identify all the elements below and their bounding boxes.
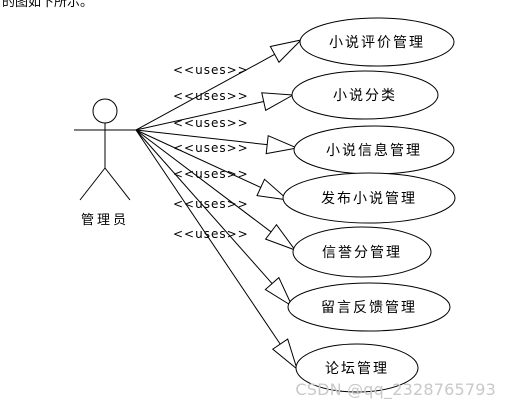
use-case-label: 小说评价管理	[329, 35, 425, 51]
use-case-ellipse	[299, 17, 455, 67]
hollow-arrowhead	[264, 223, 297, 252]
actor-left-leg	[79, 167, 106, 201]
actor-administrator	[74, 98, 136, 201]
use-case-ellipse	[282, 172, 456, 224]
use-case-ellipse	[295, 343, 419, 393]
use-case-label: 小说分类	[333, 88, 397, 104]
hollow-arrowhead	[269, 39, 303, 64]
uses-label: <<uses>>	[173, 116, 249, 130]
uses-relation-line	[135, 129, 281, 345]
use-case-label: 论坛管理	[325, 361, 389, 377]
uses-relation-line	[135, 129, 261, 188]
use-case-ellipse	[287, 282, 451, 332]
actor-label: 管理员	[81, 213, 129, 228]
hollow-arrowhead	[271, 338, 298, 371]
uses-relation-line	[135, 53, 275, 131]
hollow-arrowhead	[261, 92, 295, 112]
use-case-ellipse	[292, 226, 432, 278]
uses-label: <<uses>>	[173, 89, 249, 103]
hollow-arrowhead	[256, 178, 290, 201]
uses-relation-line	[135, 101, 264, 131]
uses-label: <<uses>>	[173, 141, 249, 155]
use-case-label: 信誉分管理	[322, 245, 402, 261]
actor-head	[92, 98, 118, 124]
hollow-arrowhead	[265, 134, 299, 155]
hollow-arrowhead	[264, 276, 294, 308]
use-case-ellipse	[291, 70, 439, 120]
uses-relation-line	[135, 129, 272, 233]
uses-label: <<uses>>	[173, 63, 249, 77]
use-case-label: 发布小说管理	[321, 191, 417, 207]
uses-relation-line	[135, 129, 273, 284]
truncated-caption-text: 的图如下所示。	[2, 0, 94, 10]
actor-right-leg	[104, 167, 131, 201]
use-case-label: 留言反馈管理	[321, 300, 417, 316]
use-case-label: 小说信息管理	[326, 142, 422, 159]
watermark: CSDN @qq_2328765793	[295, 380, 496, 399]
uses-label: <<uses>>	[173, 197, 249, 211]
uses-label: <<uses>>	[173, 227, 249, 241]
uses-label: <<uses>>	[173, 167, 249, 181]
uses-relation-line	[135, 129, 268, 146]
